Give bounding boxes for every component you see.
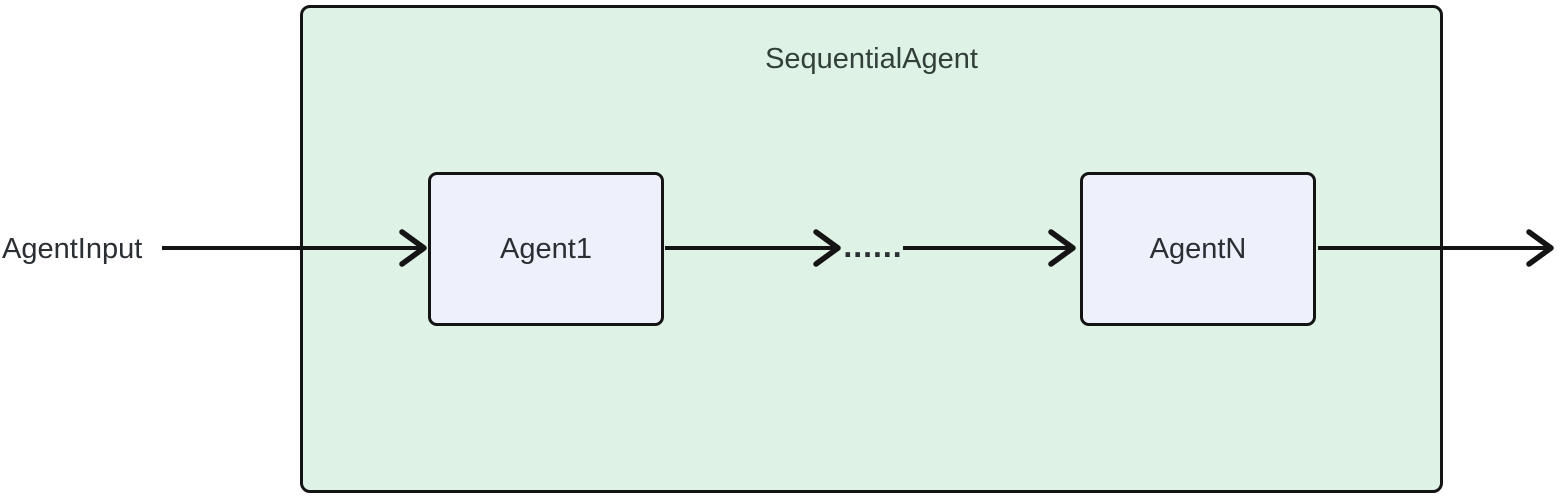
ellipsis-label: ...... [843,228,903,264]
agent-input-label: AgentInput [2,233,143,265]
node-agentn: AgentN [1080,172,1316,326]
node-agent1: Agent1 [428,172,664,326]
container-title: SequentialAgent [765,43,978,75]
node-agentn-label: AgentN [1149,232,1247,265]
node-agent1-label: Agent1 [500,232,592,265]
